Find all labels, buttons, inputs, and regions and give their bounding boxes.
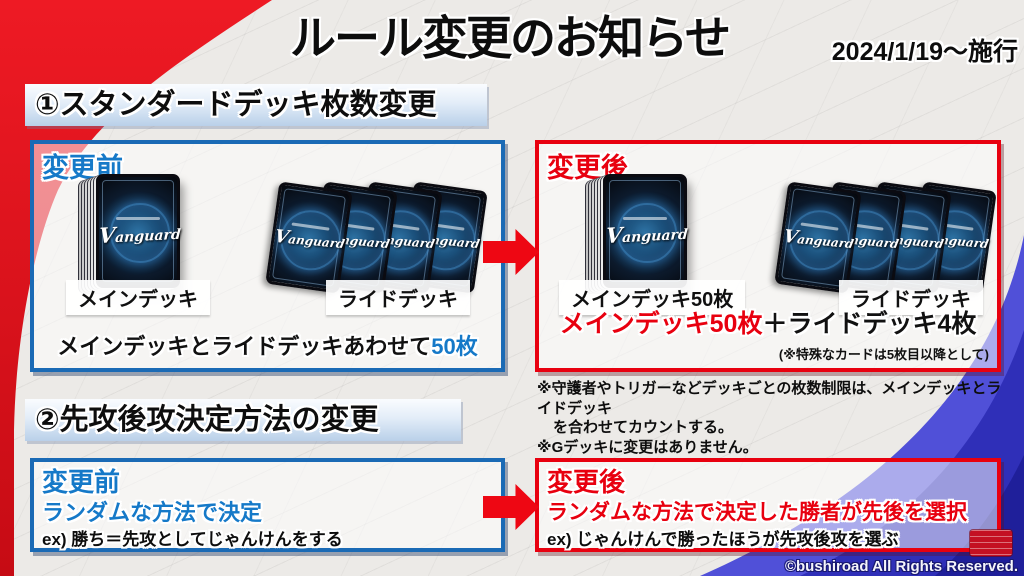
vanguard-card-back: Vanguard: [265, 181, 353, 294]
section1-notes: ※守護者やトリガーなどデッキごとの枚数制限は、メインデッキとライドデッキ を合わ…: [537, 379, 1007, 457]
before-rule: ランダムな方法で決定: [42, 500, 263, 525]
copyright-text: ©bushiroad All Rights Reserved.: [784, 558, 1018, 575]
after-summary: メインデッキ50枚＋ライドデッキ4枚: [539, 304, 997, 340]
vanguard-logo: Vanguard: [781, 225, 855, 251]
vanguard-card-back: Vanguard: [774, 181, 862, 294]
main-deck-label: メインデッキ: [66, 280, 210, 315]
section1-before-panel: 変更前 Vanguard メインデッキ Vanguard Vanguard Va…: [30, 140, 505, 372]
ride-deck-label: ライドデッキ: [326, 280, 470, 315]
after-summary-rest: ＋ライドデッキ4枚: [762, 310, 977, 338]
vanguard-logo: Vanguard: [98, 222, 182, 249]
section2-heading: ②先攻後攻決定方法の変更: [25, 399, 461, 441]
before-summary-highlight: 50枚: [431, 334, 478, 359]
ride-deck-fan: Vanguard Vanguard Vanguard Vanguard: [265, 181, 488, 294]
section1-after-panel: 変更後 Vanguard メインデッキ50枚 Vanguard Vanguard…: [535, 140, 1001, 372]
vanguard-logo: Vanguard: [605, 222, 689, 249]
card-ornament: [623, 216, 667, 220]
note-line: ※守護者やトリガーなどデッキごとの枚数制限は、メインデッキとライドデッキ: [537, 380, 1002, 417]
after-summary-highlight: メインデッキ50枚: [559, 310, 763, 338]
after-rule: ランダムな方法で決定した勝者が先後を選択: [547, 501, 967, 524]
after-summary-note: (※特殊なカードは5枚目以降として): [778, 347, 989, 362]
vanguard-logo: Vanguard: [272, 225, 346, 251]
before-summary: メインデッキとライドデッキあわせて50枚: [34, 329, 501, 361]
note-line: を合わせてカウントする。: [553, 419, 734, 436]
before-example: ex) 勝ち＝先攻としてじゃんけんをする: [42, 530, 343, 549]
after-label: 変更後: [547, 467, 626, 497]
bushiroad-stamp-icon: [970, 530, 1012, 556]
page-title: ルール変更のお知らせ: [289, 12, 731, 64]
after-example: ex) じゃんけんで勝ったほうが先攻後攻を選ぶ: [547, 530, 899, 549]
main-deck-card-stack: Vanguard: [603, 174, 689, 288]
before-label: 変更前: [42, 467, 121, 497]
note-line: ※Gデッキに変更はありません。: [537, 438, 758, 456]
section2-after-panel: 変更後 ランダムな方法で決定した勝者が先後を選択 ex) じゃんけんで勝ったほう…: [535, 458, 1001, 552]
section2-before-panel: 変更前 ランダムな方法で決定 ex) 勝ち＝先攻としてじゃんけんをする: [30, 458, 505, 552]
main-deck-label: メインデッキ50枚: [559, 280, 746, 315]
before-summary-text: メインデッキとライドデッキあわせて: [57, 334, 432, 359]
main-deck-card-stack: Vanguard: [96, 174, 182, 288]
effective-date: 2024/1/19～施行: [831, 38, 1018, 66]
ride-deck-label: ライドデッキ: [839, 280, 983, 315]
section1-heading: ①スタンダードデッキ枚数変更: [25, 84, 487, 126]
card-ornament: [116, 216, 160, 220]
ride-deck-fan: Vanguard Vanguard Vanguard Vanguard: [774, 181, 997, 294]
